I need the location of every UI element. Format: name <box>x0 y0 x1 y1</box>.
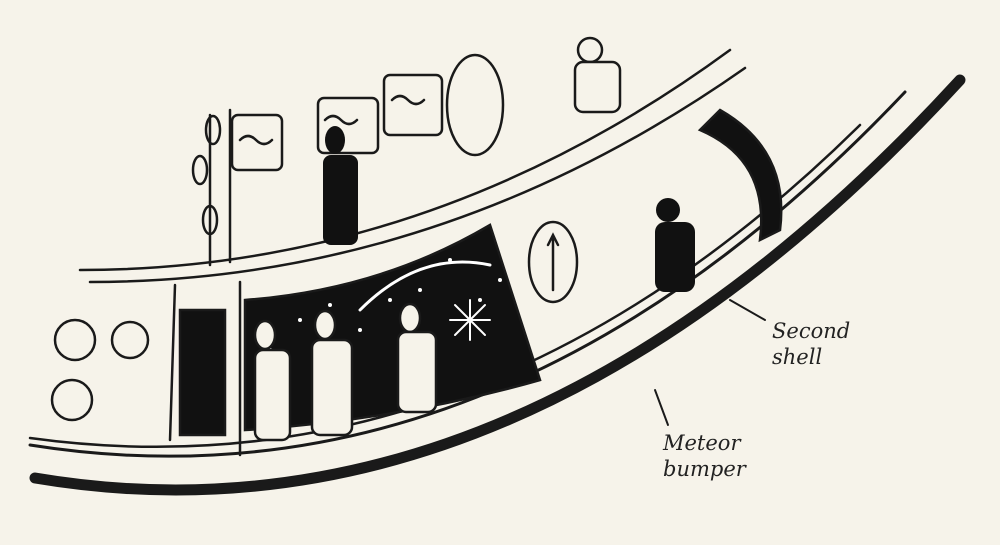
crew-figures-outline <box>253 36 622 442</box>
leader-line-bumper <box>654 389 669 426</box>
gauge-dial <box>110 320 150 360</box>
control-panel <box>178 308 227 437</box>
label-line: shell <box>772 345 823 369</box>
deck-floor-lower <box>88 66 747 284</box>
compass-dial <box>527 220 579 304</box>
meteor-bumper-hull <box>29 74 966 496</box>
label-line: Meteor <box>663 431 741 455</box>
screen <box>382 73 444 137</box>
leader-line-shell <box>729 299 766 321</box>
starburst <box>449 299 491 341</box>
portholes <box>191 114 222 236</box>
deck-floor <box>78 48 732 272</box>
crew-figures <box>323 126 695 292</box>
label-line: Second <box>772 319 851 343</box>
label-line: bumper <box>663 457 746 481</box>
gauge-dial <box>53 318 97 362</box>
label-meteor-bumper: Meteor bumper <box>663 430 746 482</box>
label-second-shell: Second shell <box>772 318 850 370</box>
screen <box>230 113 284 172</box>
gauge-dial <box>50 378 94 422</box>
screen <box>316 96 380 155</box>
